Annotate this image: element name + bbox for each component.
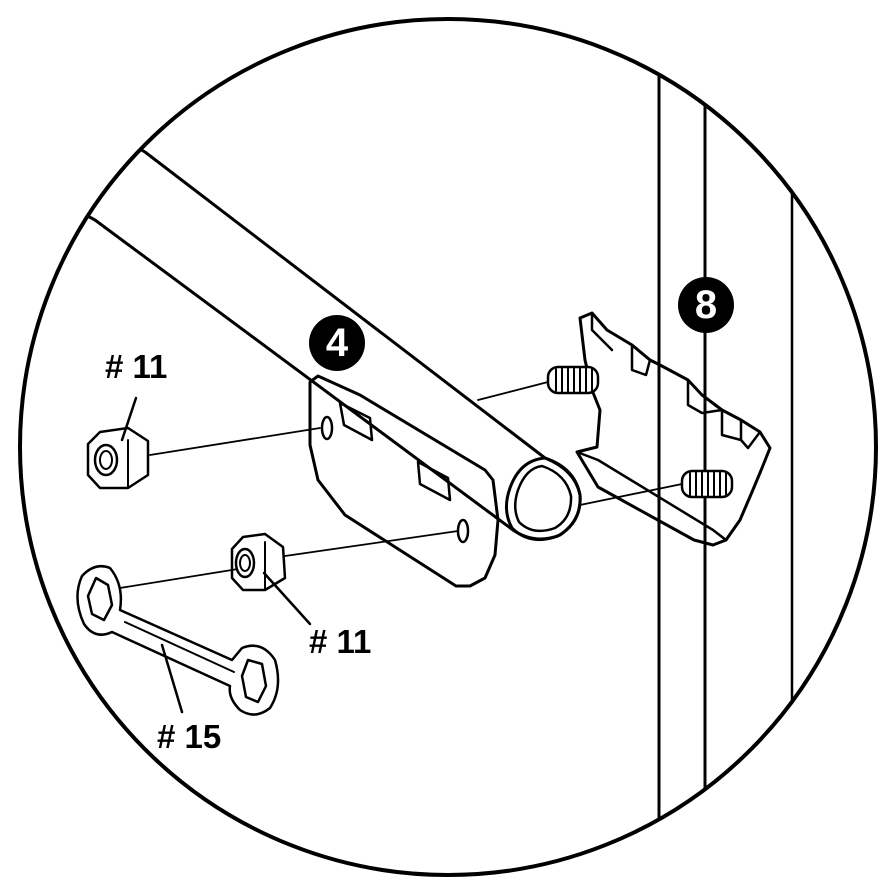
part-badge-8: 8 [678,277,734,333]
callout-nut-lower: # 11 [309,623,371,660]
assembly-guide-lines [119,381,683,589]
post-bracket [575,311,772,547]
part-badge-4: 4 [309,315,365,371]
hex-nut-lower [230,532,287,592]
tube-mount-plate [308,374,500,588]
svg-text:8: 8 [695,283,717,327]
lower-stud [680,469,734,499]
leader-lines [120,396,312,714]
svg-text:4: 4 [326,321,349,365]
upper-stud [546,365,600,395]
hex-nut-upper [86,426,150,490]
detail-circle-frame [18,17,878,877]
tube-part-4 [20,68,582,542]
callout-wrench: # 15 [157,718,221,755]
double-end-wrench [76,565,280,716]
callout-nut-upper: # 11 [105,348,167,385]
